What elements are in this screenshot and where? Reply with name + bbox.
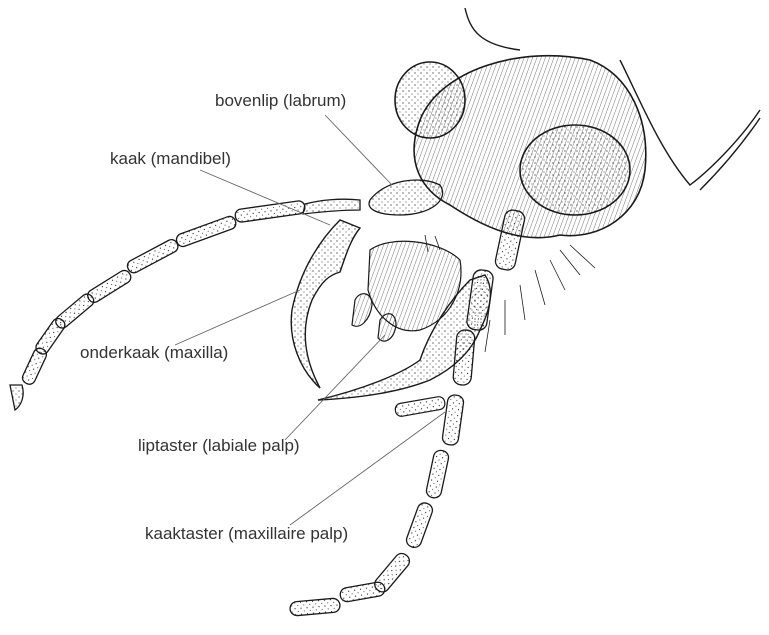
labial-palp-shape xyxy=(394,396,445,417)
left-mandible-shape xyxy=(291,220,360,388)
label-maxilla: onderkaak (maxilla) xyxy=(80,344,228,361)
right-eye xyxy=(520,125,630,215)
label-maxillary-palp: kaaktaster (maxillaire palp) xyxy=(145,525,348,542)
label-labrum: bovenlip (labrum) xyxy=(215,92,346,109)
leader-line-labrum xyxy=(325,115,392,185)
leader-line-maxilla xyxy=(175,290,300,345)
labrum-shape xyxy=(369,180,443,215)
label-labial-palp: liptaster (labiale palp) xyxy=(138,437,300,454)
left-eye xyxy=(395,62,465,138)
label-mandibel: kaak (mandibel) xyxy=(110,150,231,167)
